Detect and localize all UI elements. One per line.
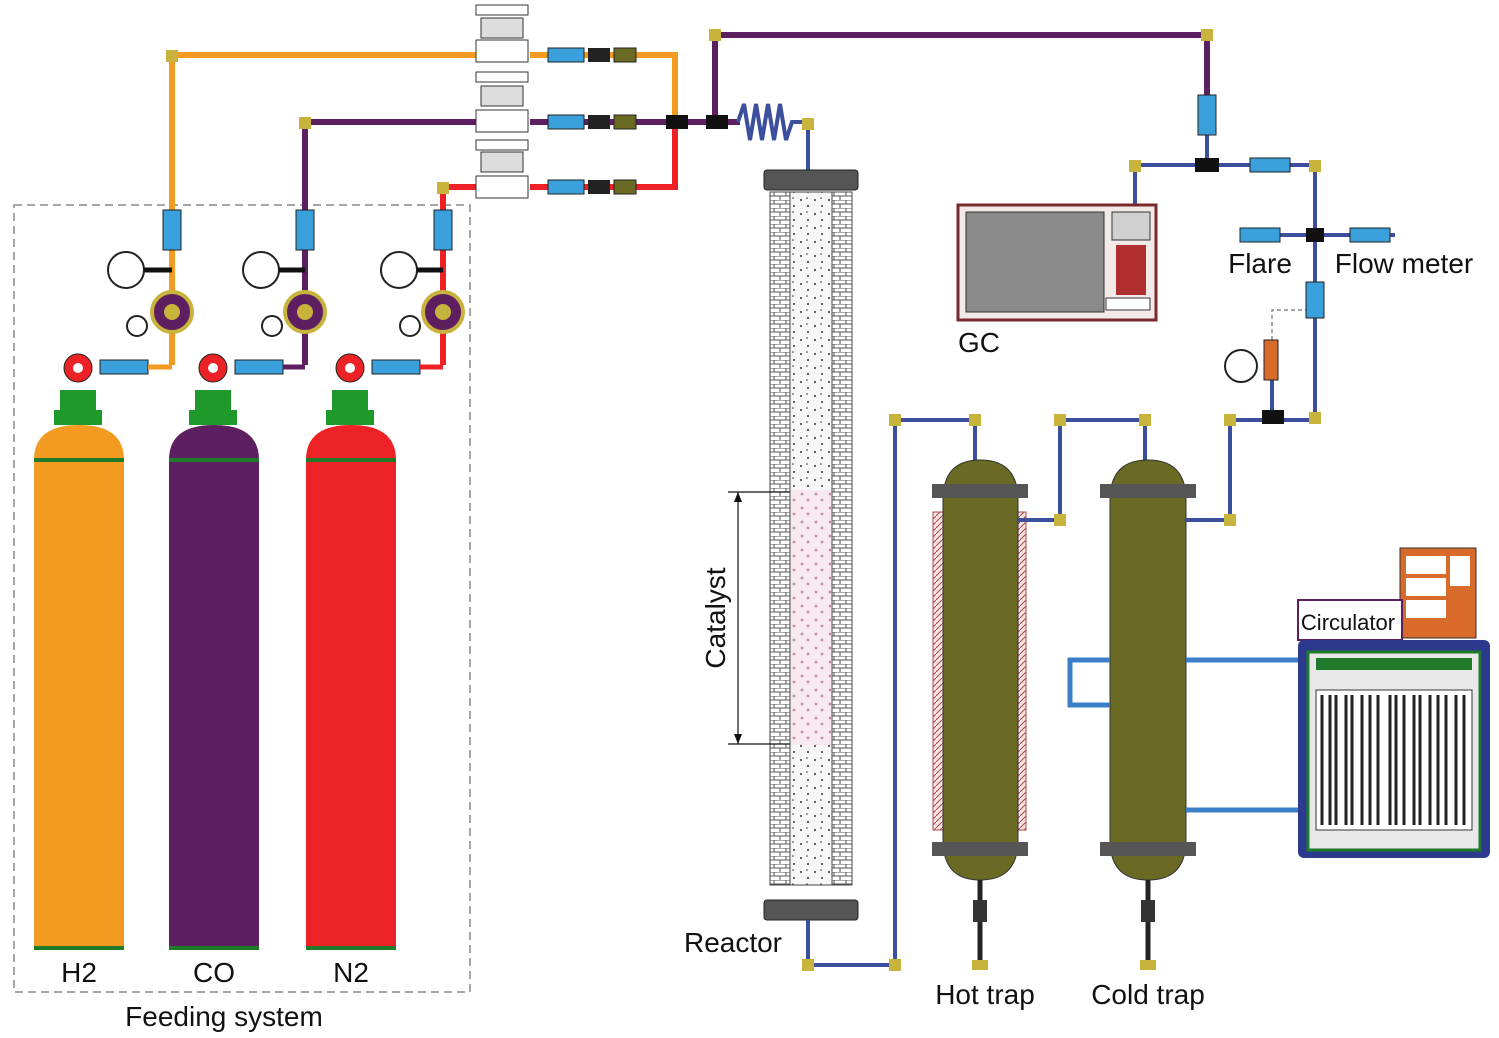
- gc-instrument: [956, 203, 1158, 322]
- circulator: [1297, 547, 1490, 858]
- feed-line-valves: [547, 47, 728, 195]
- feeding-system-label: Feeding system: [125, 1001, 323, 1032]
- hot-trap: [932, 414, 1151, 970]
- pipe-joints: [166, 29, 1213, 194]
- cylinder-co-assembly: [169, 209, 327, 950]
- cylinder-co-label: CO: [193, 957, 235, 988]
- preheater-coil-icon: [736, 103, 810, 178]
- reactor: [728, 169, 981, 971]
- reactor-label: Reactor: [684, 927, 782, 958]
- cylinder-n2-label: N2: [333, 957, 369, 988]
- cold-trap-label: Cold trap: [1091, 979, 1205, 1010]
- hot-trap-label: Hot trap: [935, 979, 1035, 1010]
- circulator-label: Circulator: [1301, 610, 1395, 635]
- gc-label: GC: [958, 327, 1000, 358]
- cylinder-h2-label: H2: [61, 957, 97, 988]
- feeding-system-boundary: [13, 204, 471, 993]
- catalyst-label: Catalyst: [700, 567, 731, 668]
- cold-trap: [1067, 414, 1300, 970]
- flow-meter-label: Flow meter: [1335, 248, 1473, 279]
- cylinder-h2-assembly: [34, 209, 194, 950]
- catalyst-bed: [791, 490, 831, 745]
- mass-flow-controllers: [475, 4, 529, 199]
- cylinder-n2-assembly: [306, 209, 465, 950]
- outlet-fittings: [1129, 94, 1391, 424]
- flare-label: Flare: [1228, 248, 1292, 279]
